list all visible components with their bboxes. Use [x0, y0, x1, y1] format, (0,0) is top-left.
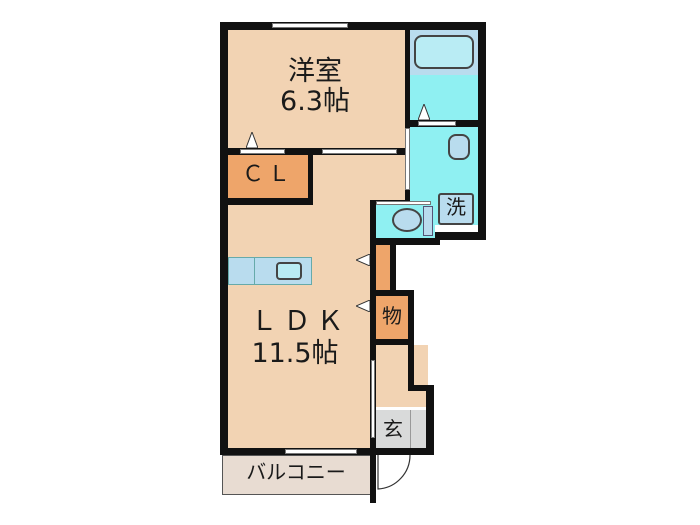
door-western[interactable] [240, 149, 285, 154]
closet [228, 155, 308, 198]
wall-top [220, 22, 486, 30]
entrance [376, 410, 426, 450]
door-arrow-icon [418, 104, 430, 120]
wall-closet-bottom [228, 198, 313, 205]
laundry-space [438, 193, 474, 225]
wall-right-bath [478, 22, 486, 240]
door-arrow-icon [356, 254, 370, 266]
storage [376, 296, 408, 339]
western-room-name: 洋室 [288, 56, 342, 87]
wall-storage-bottom [376, 339, 414, 345]
wall-closet-right [308, 155, 313, 205]
kitchen-divider [254, 257, 255, 285]
ldk-name: ＬＤＫ [250, 306, 350, 337]
wall-western-bottom [228, 148, 405, 155]
door-arrow-icon [246, 132, 258, 148]
entrance-label: 玄 [383, 417, 403, 441]
ldk-size: 11.5帖 [251, 338, 339, 369]
door-washroom[interactable] [405, 128, 410, 190]
toilet-tank [423, 206, 433, 236]
door-toilet[interactable] [376, 201, 431, 205]
western-room [228, 30, 405, 148]
sink-icon [276, 262, 302, 280]
wall-hall-right [408, 339, 414, 389]
entrance-step [410, 410, 411, 450]
door-arrow-icon [356, 300, 370, 312]
wall-balcony-right [370, 448, 376, 503]
western-room-size: 6.3帖 [280, 86, 350, 117]
ldk-upper [313, 155, 405, 205]
wall-toilet-bottom [370, 238, 440, 245]
wall-bath-left [405, 22, 410, 205]
wall-storage-top [376, 290, 414, 296]
washbasin-icon [448, 134, 470, 160]
window-balcony [285, 449, 357, 454]
door-ldk-west[interactable] [322, 149, 397, 154]
wall-wash-bottom [435, 232, 486, 240]
bathtub-icon [414, 35, 474, 69]
balcony-label: バルコニー [246, 460, 346, 484]
front-door-swing-icon[interactable] [376, 455, 416, 495]
ldk-room [228, 205, 371, 453]
hallway [376, 345, 428, 407]
storage-label: 物 [382, 304, 402, 328]
laundry-label: 洗 [446, 195, 466, 219]
door-bath[interactable] [418, 121, 456, 126]
toilet-icon [392, 208, 422, 232]
wall-storage-right [408, 290, 414, 345]
door-entrance-hall[interactable] [371, 360, 375, 438]
window-western-top [272, 23, 348, 28]
wall-entrance-right [426, 385, 434, 455]
storage-upper [376, 245, 390, 290]
wall-toilet-left [370, 200, 376, 455]
closet-label: ＣＬ [241, 162, 294, 187]
wall-left [220, 22, 228, 455]
wall-storage-right-upper [390, 245, 396, 296]
balcony [222, 455, 372, 495]
wall-hall-step [408, 385, 434, 391]
